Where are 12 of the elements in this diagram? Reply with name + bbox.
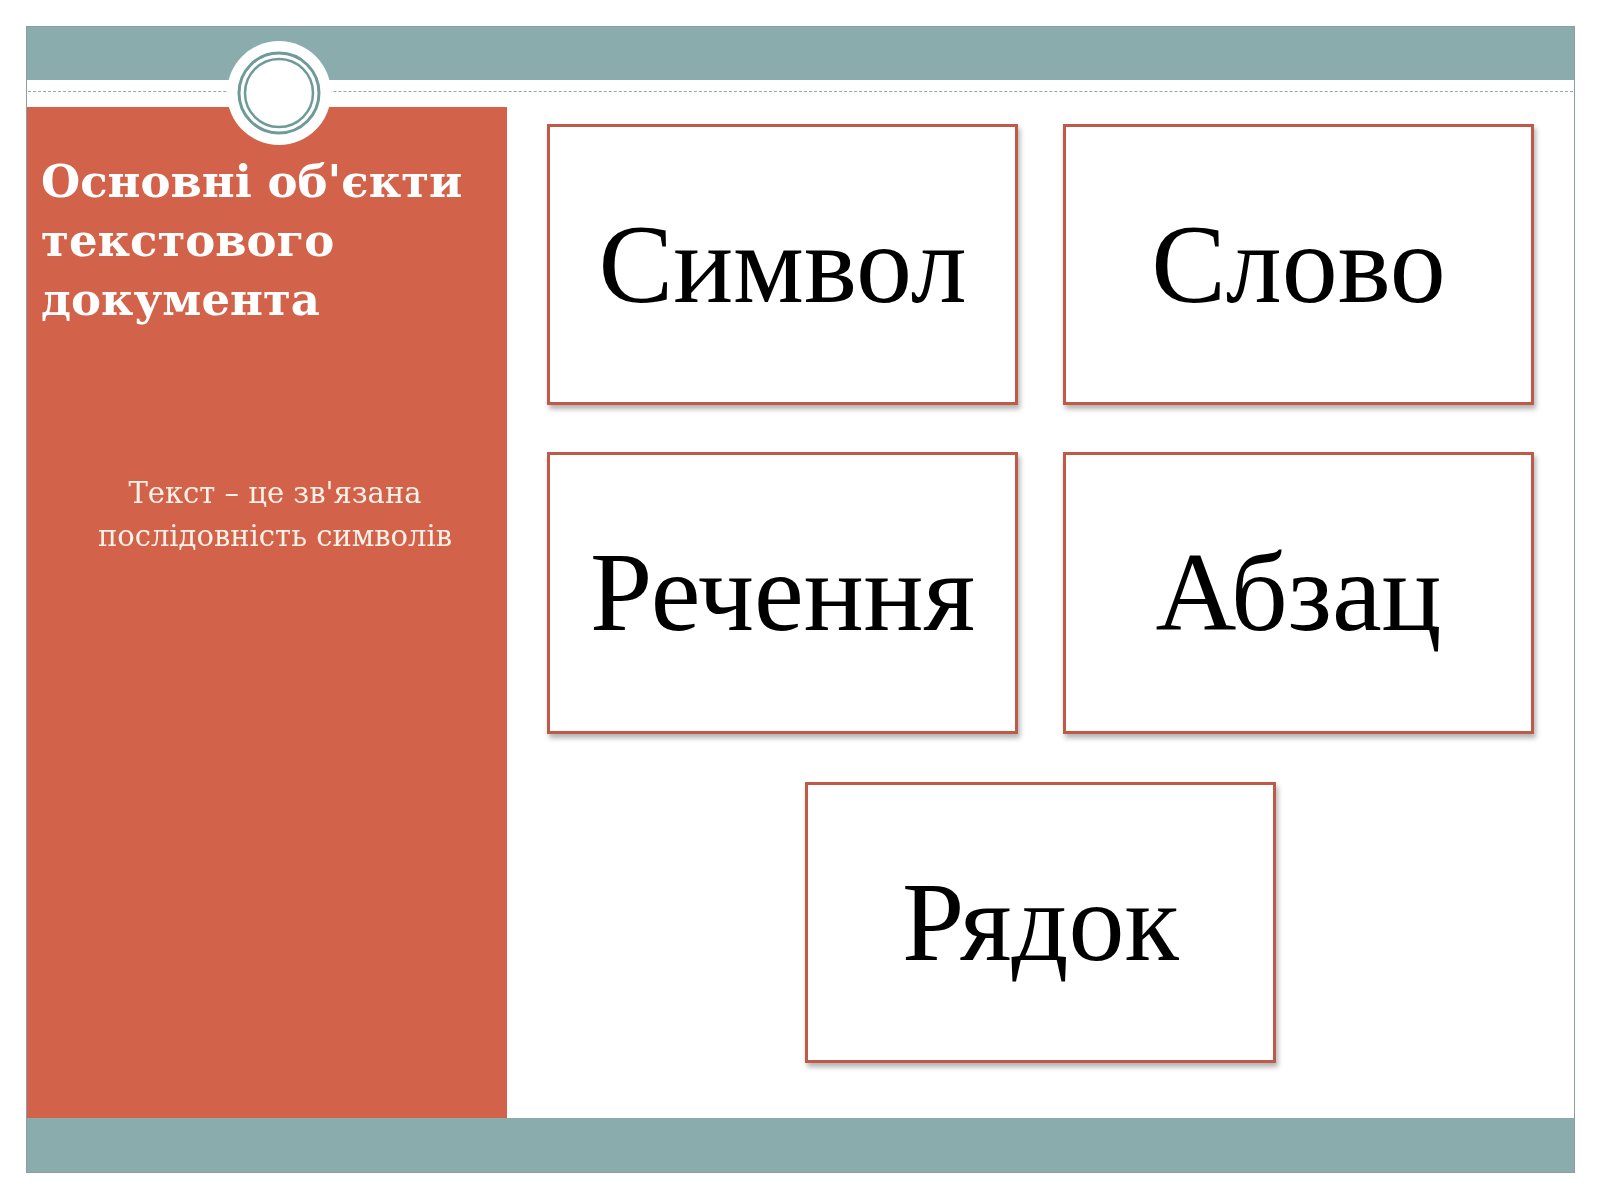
text-box xyxy=(1063,124,1534,405)
text-box xyxy=(1063,452,1534,734)
slide-title: Основні об'єкти текстового документа xyxy=(41,154,464,328)
box-label: Символ xyxy=(598,202,967,327)
text-box xyxy=(547,124,1018,405)
text-box xyxy=(547,452,1018,734)
body-text: Текст – це зв'язана послідовність символів xyxy=(96,475,454,555)
box-label: Слово xyxy=(1151,202,1446,327)
box-label: Речення xyxy=(589,531,976,655)
box-label: Рядок xyxy=(902,860,1179,985)
text-box xyxy=(805,782,1276,1063)
box-label: Абзац xyxy=(1155,531,1442,655)
